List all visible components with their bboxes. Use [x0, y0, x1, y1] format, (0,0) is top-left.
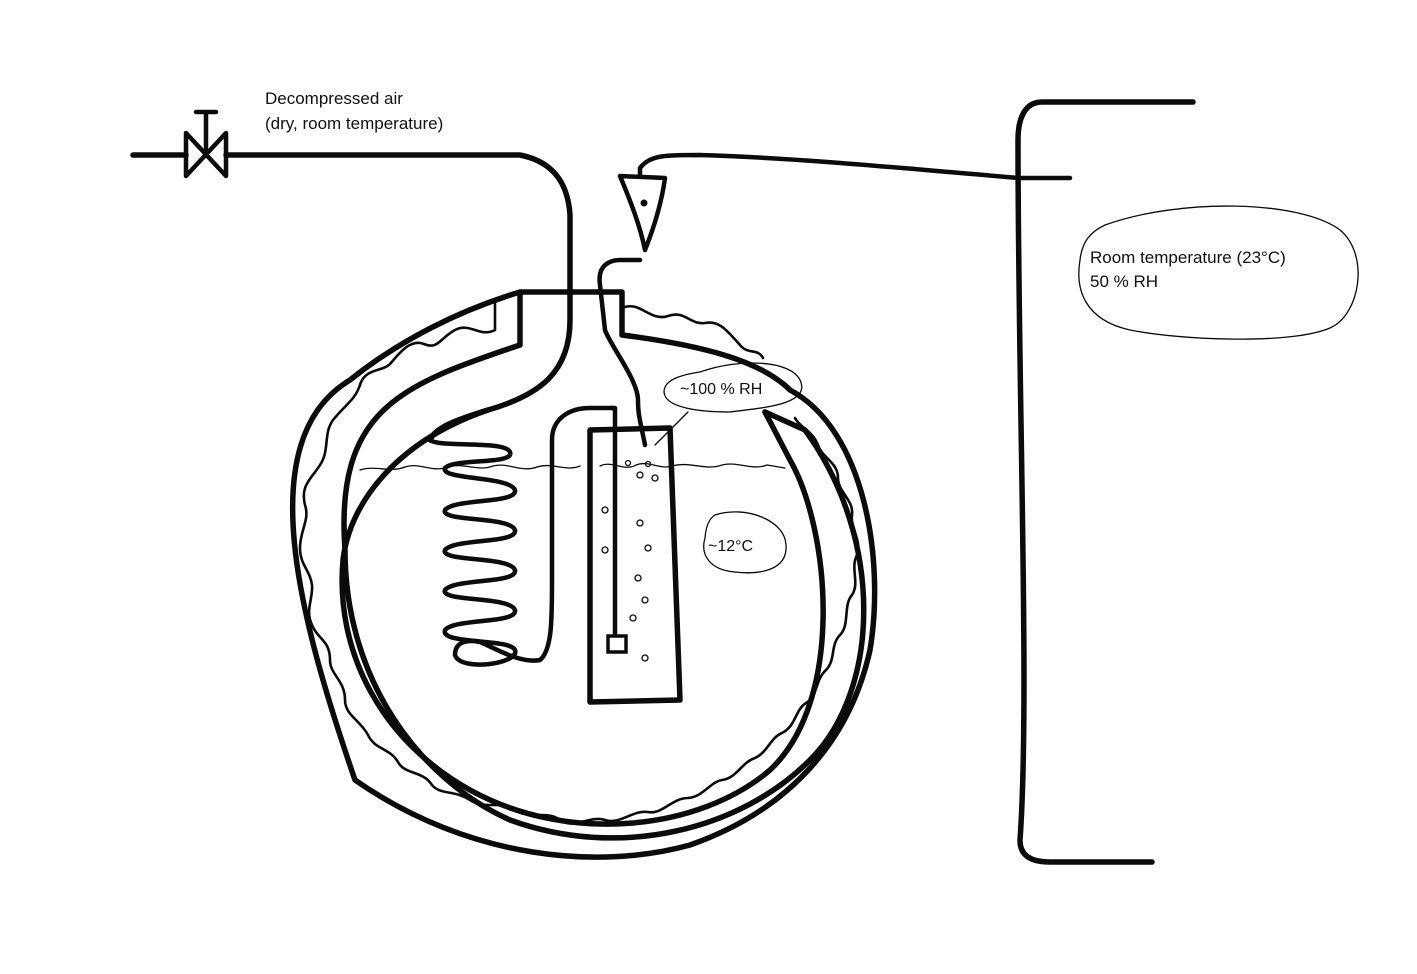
wash-bottle	[587, 425, 683, 705]
bubbles	[601, 459, 659, 662]
coil	[427, 405, 615, 667]
water-level	[359, 462, 786, 471]
room-callout-bubble	[1078, 205, 1359, 340]
inlet-label-line2: (dry, room temperature)	[265, 114, 443, 133]
room-label-line1: Room temperature (23°C)	[1090, 248, 1286, 267]
outlet-pipe	[637, 152, 1073, 181]
bath-temperature-label: ~12°C	[708, 538, 753, 555]
humidity-label: ~100 % RH	[680, 381, 762, 398]
outlet-tube	[597, 257, 648, 448]
room-wall	[1015, 99, 1196, 865]
flow-meter-icon	[617, 173, 668, 253]
temperature-callout-bubble	[703, 511, 787, 574]
humidity-callout-bubble	[654, 362, 803, 446]
valve-icon	[183, 109, 229, 179]
bubbler-head	[606, 634, 628, 654]
bath-jacket-outer	[289, 289, 878, 860]
room-label-line2: 50 % RH	[1090, 272, 1158, 291]
bath-vessel-inner	[339, 407, 826, 827]
heating-element	[298, 298, 860, 825]
inlet-label-line1: Decompressed air	[265, 89, 403, 108]
bubbler-tube	[609, 405, 618, 643]
